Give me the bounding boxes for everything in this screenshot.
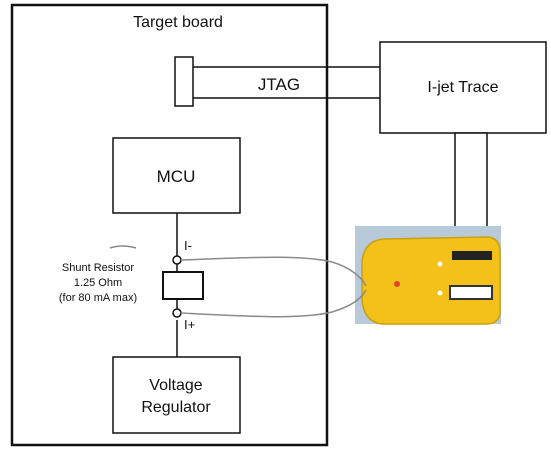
mcu-label: MCU — [157, 167, 196, 186]
target-board-title: Target board — [133, 14, 223, 31]
target-board-outline — [10, 3, 329, 447]
probe-dot-top — [437, 261, 443, 267]
ijet-trace-box — [379, 41, 547, 134]
terminal-minus-label: I- — [184, 238, 192, 253]
probe-led-icon — [394, 281, 400, 287]
probe-dot-bottom — [437, 290, 443, 296]
ijet-trace-label: I-jet Trace — [427, 79, 498, 96]
shunt-label-line3: (for 80 mA max) — [59, 292, 137, 304]
probe-cable-socket — [452, 251, 492, 260]
terminal-plus — [172, 308, 182, 318]
jtag-label: JTAG — [258, 75, 300, 94]
shunt-resistor — [162, 271, 204, 300]
mcu-box — [112, 137, 241, 214]
measurement-wire-plus — [180, 289, 367, 318]
voltage-regulator-line2: Regulator — [141, 399, 211, 416]
terminal-minus — [172, 255, 182, 265]
probe-port — [449, 285, 493, 300]
shunt-label-line2: 1.25 Ohm — [74, 277, 122, 289]
pencil-tick-mark — [109, 245, 137, 249]
terminal-plus-label: I+ — [184, 317, 195, 332]
voltage-regulator-line1: Voltage — [149, 377, 202, 394]
measurement-wire-minus — [180, 256, 367, 287]
jtag-connector — [174, 56, 194, 107]
voltage-regulator-box — [112, 356, 241, 434]
ijet-probe-body — [361, 236, 501, 325]
shunt-label-line1: Shunt Resistor — [62, 262, 134, 274]
